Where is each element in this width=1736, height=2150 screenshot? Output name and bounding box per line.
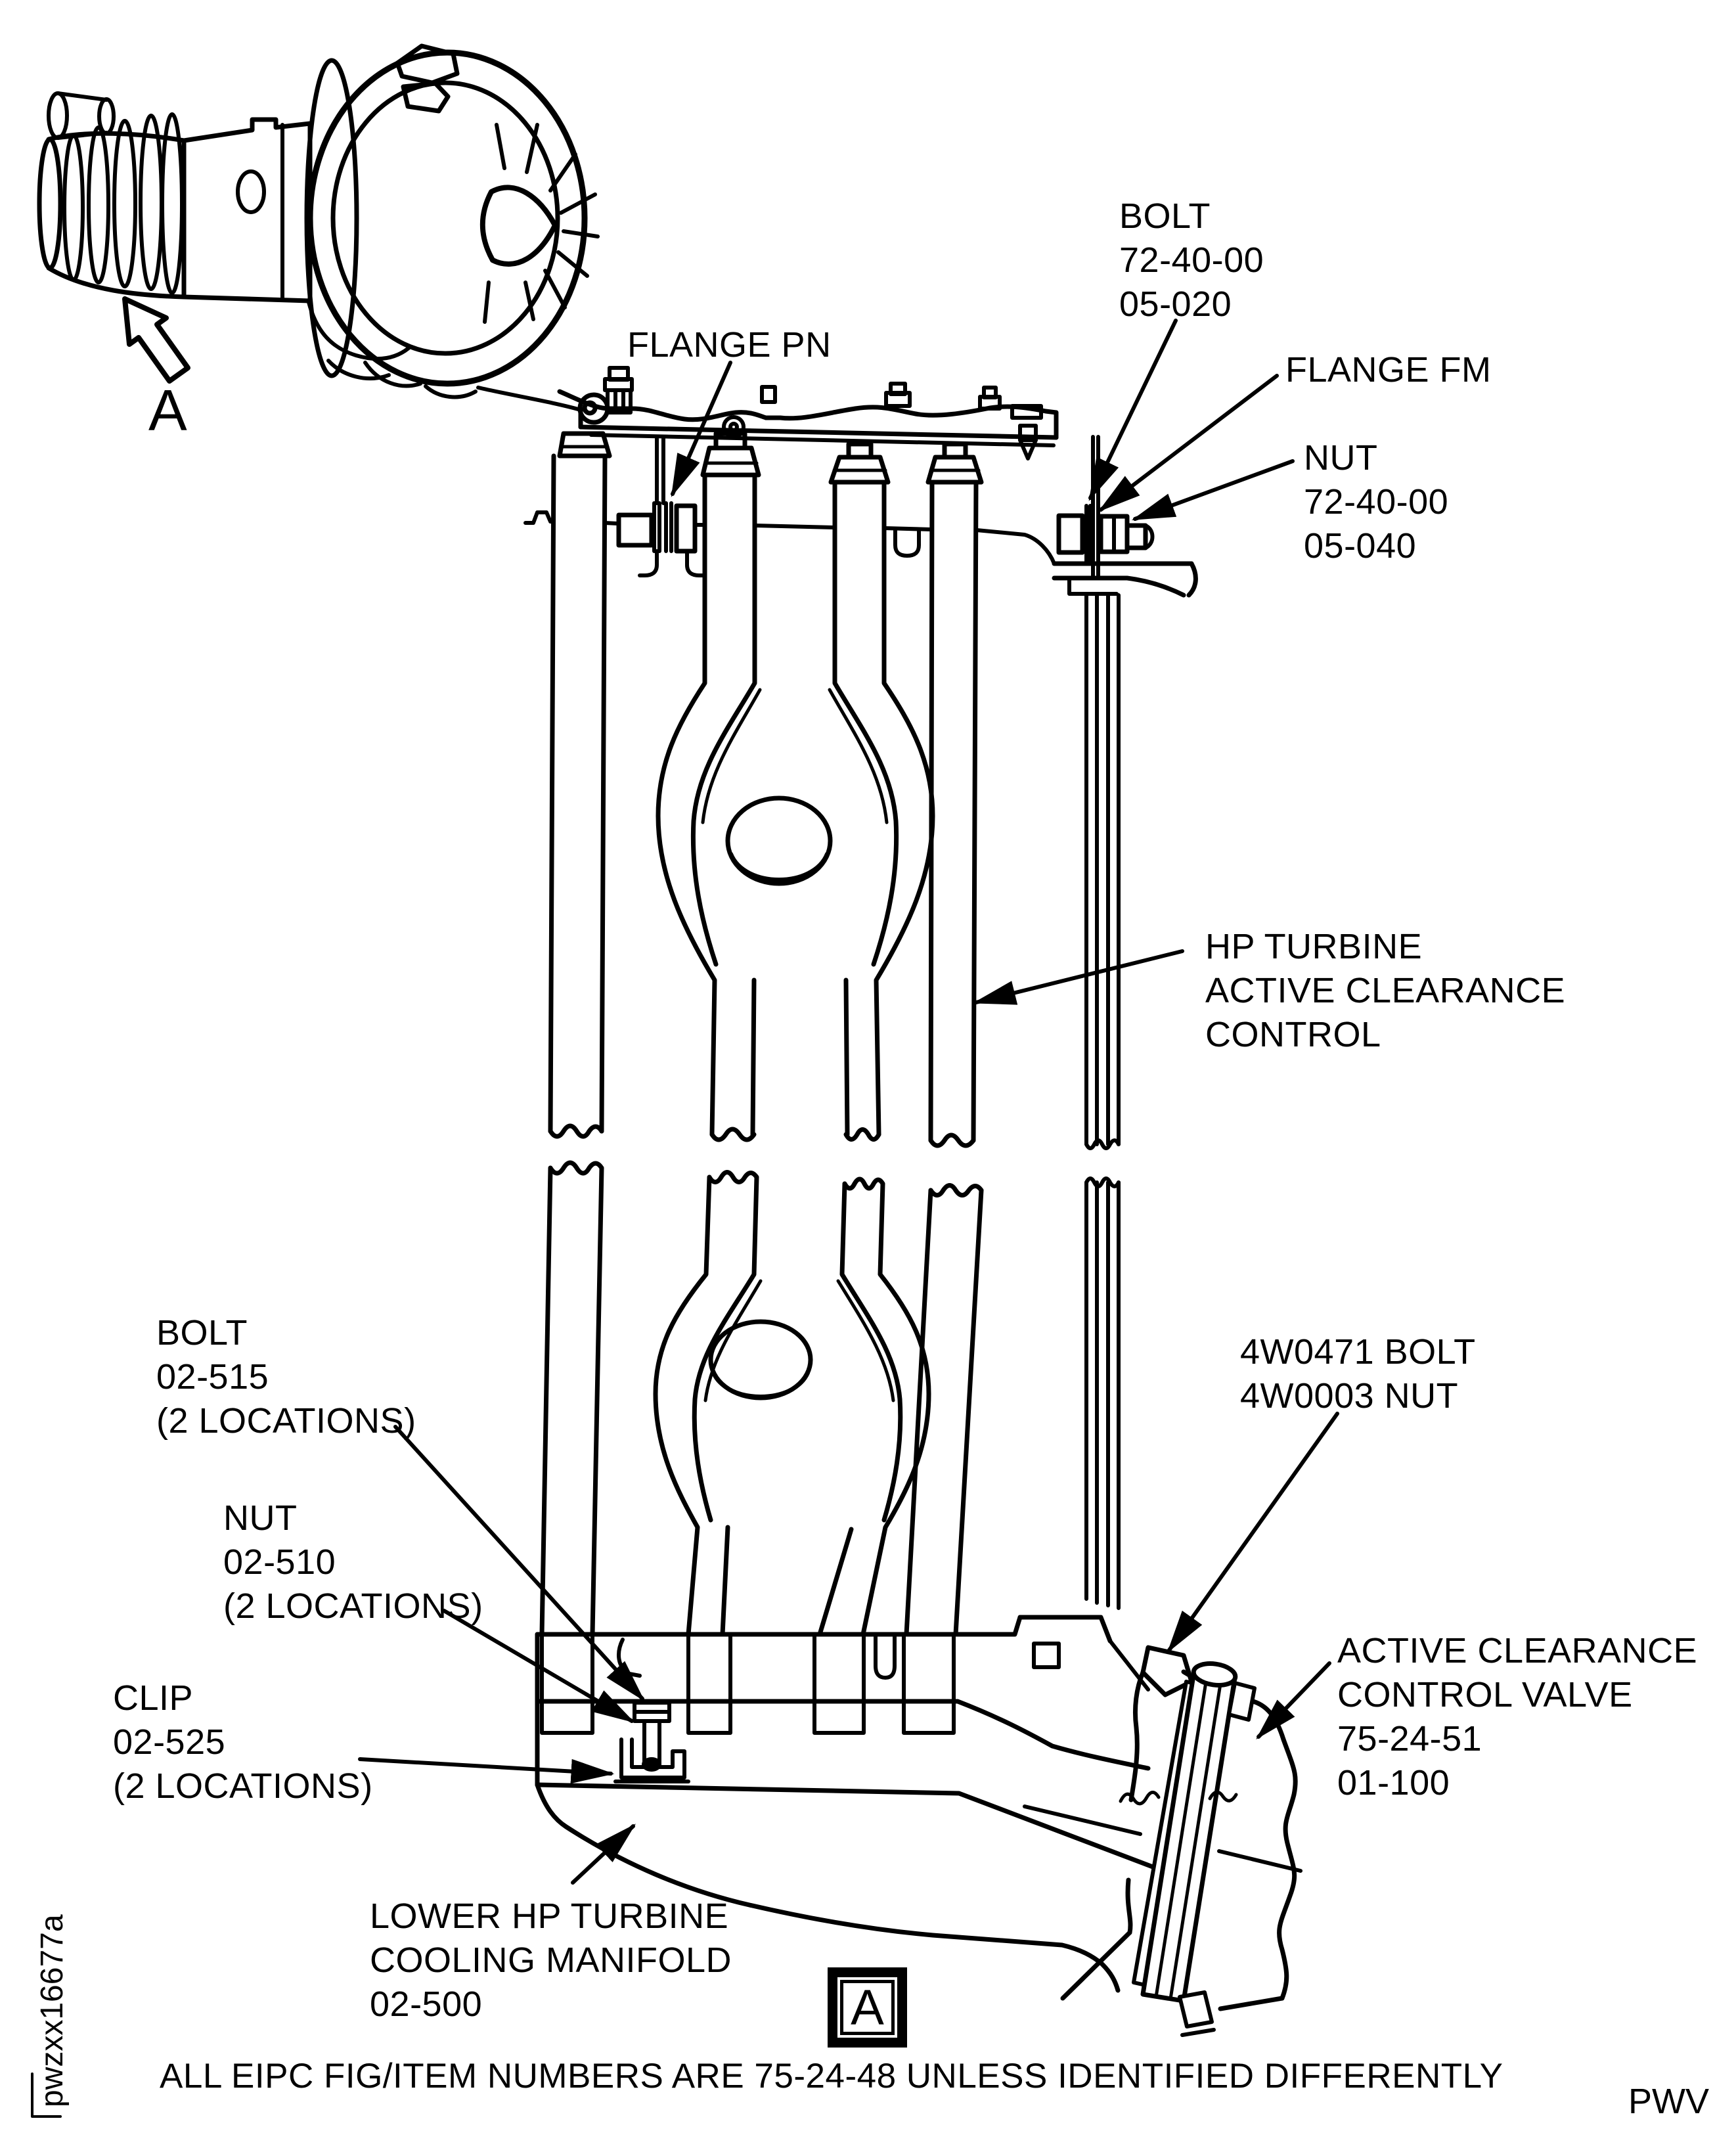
callout-hp-turbine-acc: HP TURBINE ACTIVE CLEARANCE CONTROL bbox=[1205, 927, 1566, 1054]
leader-clip-02-525 bbox=[358, 1757, 615, 1784]
rail-fittings bbox=[603, 366, 1043, 460]
manifold-rail bbox=[557, 366, 1059, 460]
leader-hp-turbine-acc bbox=[972, 949, 1184, 1005]
lower-tubes bbox=[539, 1160, 1121, 1637]
callout-bolt-02-515: BOLT 02-515 (2 LOCATIONS) bbox=[156, 1313, 416, 1441]
callout-bolt-top: BOLT 72-40-00 05-020 bbox=[1119, 196, 1264, 324]
upper-tubes bbox=[548, 431, 1121, 1150]
engine-overview-art bbox=[37, 43, 600, 412]
callout-flange-fm: FLANGE FM bbox=[1285, 350, 1492, 390]
callout-nut-02-510: NUT 02-510 (2 LOCATIONS) bbox=[223, 1498, 483, 1626]
callout-lower-manifold: LOWER HP TURBINE COOLING MANIFOLD 02-500 bbox=[370, 1896, 732, 2024]
callout-4w-bolt-nut: 4W0471 BOLT 4W0003 NUT bbox=[1240, 1332, 1476, 1416]
acc-valve-assembly bbox=[1023, 1639, 1302, 2037]
detail-a-arrow bbox=[122, 296, 190, 384]
drawing-id-corner-mark bbox=[31, 2072, 62, 2118]
callout-clip-02-525: CLIP 02-525 (2 LOCATIONS) bbox=[113, 1678, 373, 1806]
callout-flange-pn: FLANGE PN bbox=[627, 325, 832, 365]
callout-acc-valve: ACTIVE CLEARANCE CONTROL VALVE 75-24-51 … bbox=[1337, 1631, 1698, 1803]
detail-arrow-letter: A bbox=[148, 378, 187, 443]
leader-acc-valve bbox=[1256, 1661, 1331, 1739]
flange-pn-assembly bbox=[616, 437, 706, 577]
leader-nut-02-510 bbox=[442, 1609, 635, 1723]
leader-arrows bbox=[358, 319, 1339, 1885]
leader-flange-fm bbox=[1098, 374, 1279, 512]
leader-nut-top bbox=[1131, 459, 1295, 521]
detail-marker-letter: A bbox=[840, 1980, 895, 2036]
leader-bolt-top bbox=[1088, 319, 1178, 501]
callout-nut-top: NUT 72-40-00 05-040 bbox=[1304, 438, 1449, 566]
flange-fm-assembly bbox=[1052, 435, 1198, 598]
keyhole-slot bbox=[893, 527, 921, 558]
leader-flange-pn bbox=[671, 361, 732, 498]
detail-marker-box: A bbox=[828, 1967, 907, 2048]
leader-4w-bolt-nut bbox=[1167, 1412, 1339, 1653]
leader-bolt-02-515 bbox=[393, 1425, 645, 1702]
engine-ribs bbox=[62, 112, 184, 295]
leader-lower-manifold bbox=[571, 1824, 636, 1885]
cone-spokes bbox=[483, 123, 600, 324]
publisher-code: PWV bbox=[1628, 2082, 1710, 2121]
footnote: ALL EIPC FIG/ITEM NUMBERS ARE 75-24-48 U… bbox=[160, 2057, 1503, 2095]
drawing-number: pwzxx16677a bbox=[35, 1914, 70, 2107]
clip-assembly bbox=[613, 1701, 690, 1783]
